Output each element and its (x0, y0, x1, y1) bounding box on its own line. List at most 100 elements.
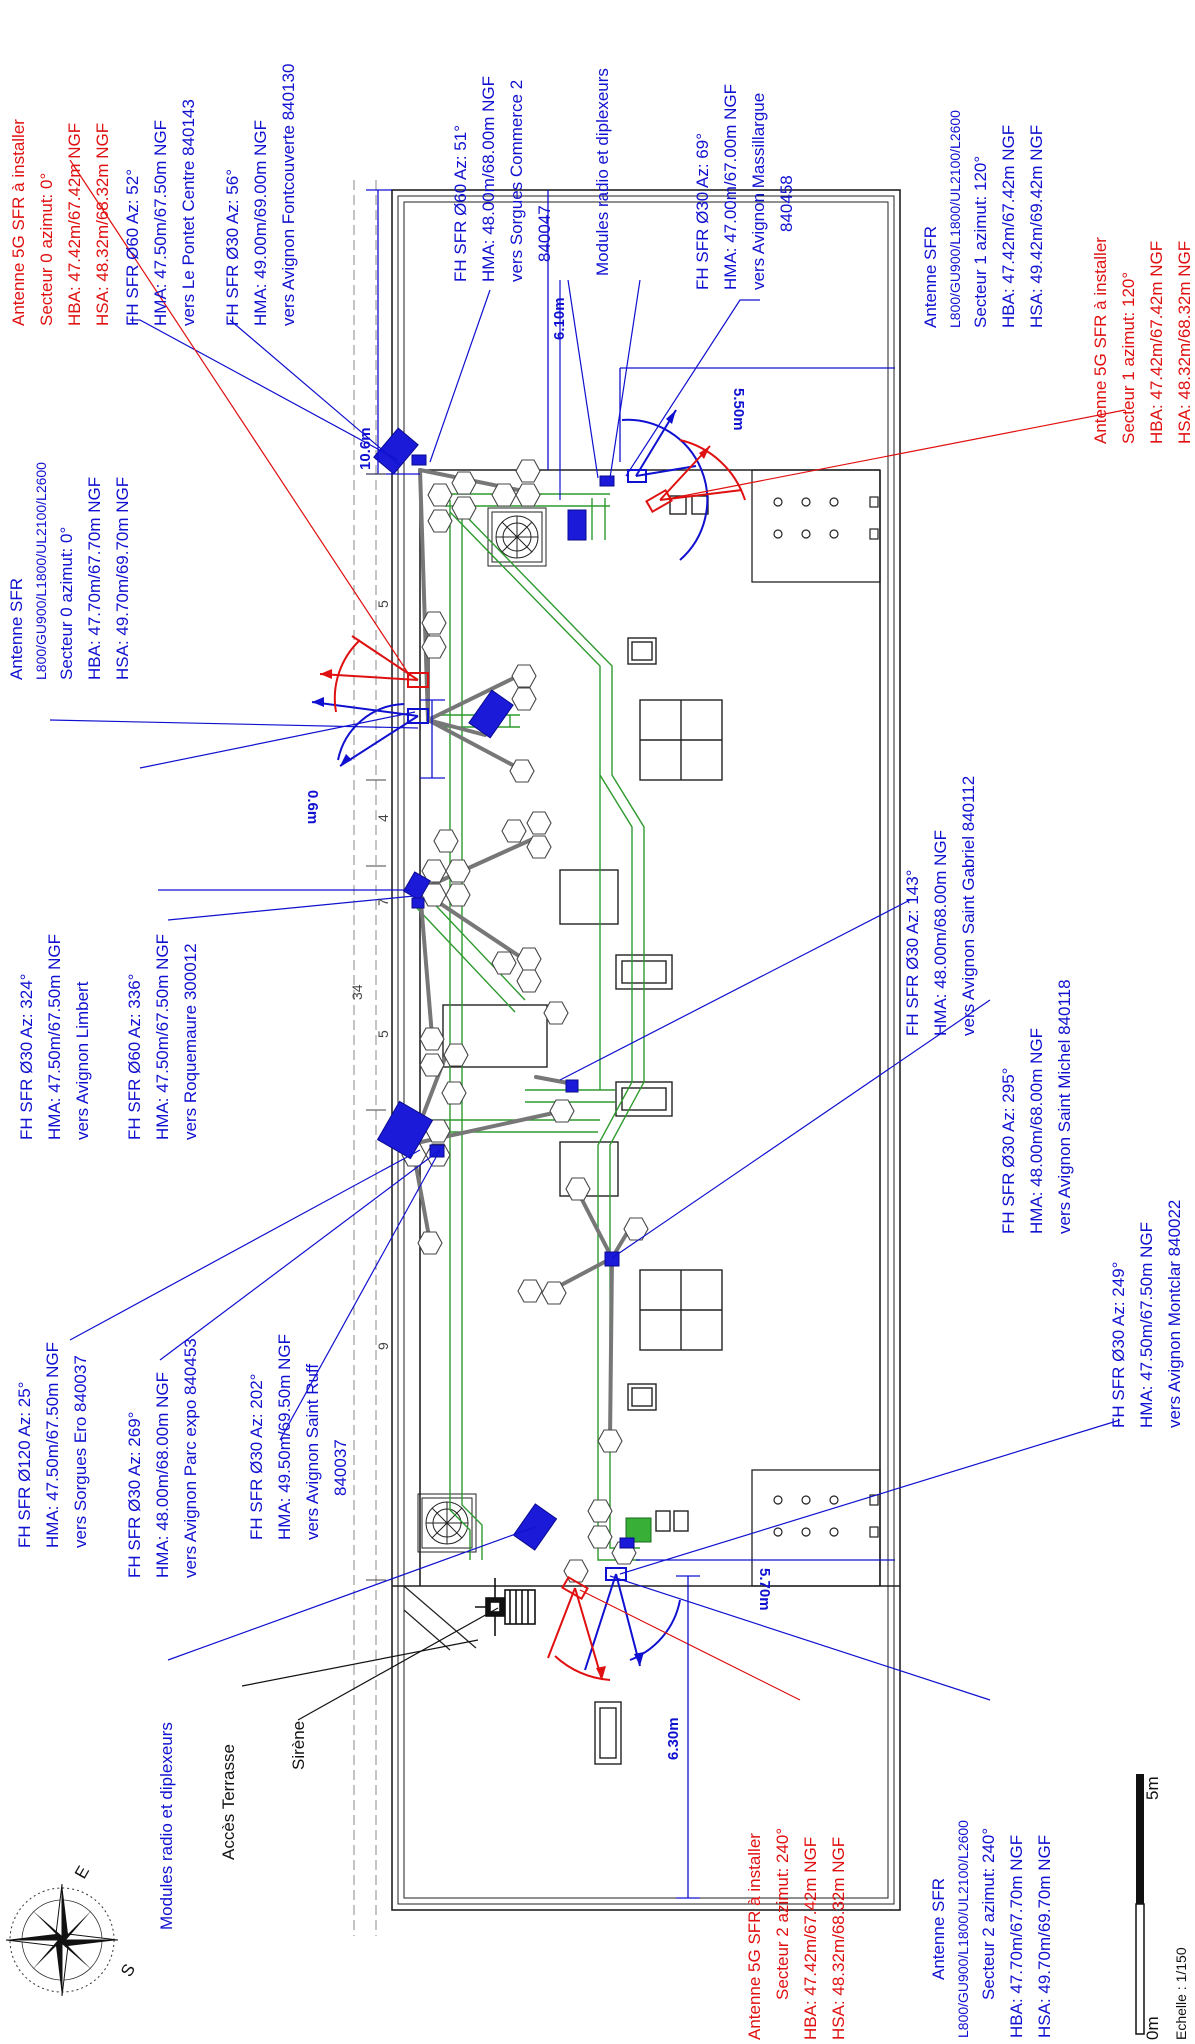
label-line: vers Avignon Fontcouverte 840130 (279, 64, 298, 326)
label-line: FH SFR Ø30 Az: 56° (223, 169, 242, 326)
fh-840143-label: FH SFR Ø60 Az: 52° HMA: 47.50m/67.50m NG… (123, 99, 198, 326)
sirene-label: Sirène (289, 1721, 308, 1770)
fh-840112-label: FH SFR Ø30 Az: 143° HMA: 48.00m/68.00m N… (903, 776, 978, 1036)
label-line: vers Avignon Saint Ruff (303, 1364, 322, 1540)
label-line: HBA: 47.70m/67.70m NGF (85, 477, 104, 680)
seg-9: 9 (375, 1342, 391, 1350)
fh-840118-label: FH SFR Ø30 Az: 295° HMA: 48.00m/68.00m N… (999, 979, 1074, 1234)
new-5g-antennas (319, 439, 746, 1681)
label-line: HSA: 49.70m/69.70m NGF (1035, 1835, 1054, 2038)
vent-fan-bottom (417, 1493, 477, 1553)
label-line: 840458 (777, 175, 796, 232)
label-line: Antenne SFR (921, 226, 940, 328)
new-5g-arrows (320, 446, 710, 1680)
label-line: HSA: 48.32m/68.32m NGF (829, 1837, 848, 2040)
label-line: vers Avignon Saint Gabriel 840112 (959, 776, 978, 1036)
label-line: vers Le Pontet Centre 840143 (179, 99, 198, 326)
scale-bar: 5m 0m Echelle : 1/150 (1135, 1774, 1189, 2040)
label-line: HMA: 48.00m/68.00m NGF (153, 1372, 172, 1578)
label-line: FH SFR Ø30 Az: 269° (125, 1412, 144, 1578)
acces-terrasse-label: Accès Terrasse (219, 1744, 238, 1860)
label-line: FH SFR Ø30 Az: 249° (1109, 1262, 1128, 1428)
label-line: FH SFR Ø30 Az: 143° (903, 870, 922, 1036)
scale-ratio: Echelle : 1/150 (1173, 1947, 1189, 2040)
antenna-sector0-label: Antenne SFR L800/GU900/L1800/UL2100/L260… (7, 462, 132, 680)
fh-840047-label: FH SFR Ø60 Az: 51° HMA: 48.00m/68.00m NG… (451, 76, 554, 282)
label-line: HBA: 47.42m/67.42m NGF (801, 1837, 820, 2040)
roof-fittings (442, 495, 723, 1765)
antenna-sector2-label: Antenne SFR L800/GU900/L1800/UL2100/L260… (929, 1820, 1054, 2038)
label-line: Antenne SFR (929, 1878, 948, 1980)
label-line: HBA: 47.42m/67.42m NGF (999, 125, 1018, 328)
scale-0m: 0m (1143, 2016, 1162, 2040)
label-line: vers Avignon Saint Michel 840118 (1055, 979, 1074, 1234)
label-line: FH SFR Ø30 Az: 295° (999, 1068, 1018, 1234)
label-line: L800/GU900/L1800/UL2100/L2600 (33, 462, 49, 680)
label-line: HMA: 47.50m/67.50m NGF (153, 934, 172, 1140)
label-line: FH SFR Ø30 Az: 69° (693, 133, 712, 290)
label-line: FH SFR Ø120 Az: 25° (15, 1382, 34, 1548)
access-hatch (403, 1585, 477, 1651)
label-line: Antenne 5G SFR à installer (9, 119, 28, 326)
leader-lines-red (69, 159, 1126, 1701)
new-sector0-label: Antenne 5G SFR à installer Secteur 0 azi… (9, 119, 112, 326)
label-line: Modules radio et diplexeurs (593, 68, 612, 276)
label-line: FH SFR Ø60 Az: 51° (451, 125, 470, 282)
cable-tray (414, 493, 645, 1561)
label-line: HBA: 47.70m/67.70m NGF (1007, 1835, 1026, 2038)
label-line: HMA: 47.50m/67.50m NGF (45, 934, 64, 1140)
dim-6-10: 6.10m (551, 297, 568, 340)
seg-5b: 5 (375, 1030, 391, 1038)
seg-5a: 5 (375, 600, 391, 608)
label-line: Modules radio et diplexeurs (157, 1722, 176, 1930)
existing-antennas (311, 409, 709, 1671)
antenna-sector1-label: Antenne SFR L800/GU900/L1800/UL2100/L260… (921, 110, 1046, 328)
right-wall-equipment (751, 469, 881, 1587)
dim-6-30: 6.30m (665, 1717, 682, 1760)
label-line: Secteur 1 azimut: 120° (1119, 272, 1138, 444)
label-line: vers Avignon Montclar 840022 (1165, 1200, 1184, 1428)
fh-840022-label: FH SFR Ø30 Az: 249° HMA: 47.50m/67.50m N… (1109, 1200, 1184, 1428)
label-line: HSA: 48.32m/68.32m NGF (1175, 241, 1194, 444)
new-sector2-label: Antenne 5G SFR à installer Secteur 2 azi… (745, 1828, 848, 2040)
dim-0-6: 0.6m (304, 790, 321, 824)
compass-south: S (117, 1961, 139, 1980)
label-line: vers Roquemaure 300012 (181, 943, 200, 1140)
dimension-frame (353, 180, 377, 1936)
existing-arrows (312, 410, 676, 1666)
modules-top-label: Modules radio et diplexeurs (593, 68, 612, 276)
label-line: 840047 (535, 205, 554, 262)
label-line: 840037 (331, 1439, 350, 1496)
seg-4: 4 (375, 814, 391, 822)
label-line: vers Avignon Limbert (73, 981, 92, 1140)
fh-ruff-label: FH SFR Ø30 Az: 202° HMA: 49.50m/69.50m N… (247, 1334, 350, 1540)
label-line: Secteur 0 azimut: 0° (37, 173, 56, 326)
modules-bottom-label: Modules radio et diplexeurs (157, 1722, 176, 1930)
label-line: HMA: 48.00m/68.00m NGF (931, 830, 950, 1036)
label-line: FH SFR Ø30 Az: 324° (17, 974, 36, 1140)
label-line: vers Avignon Parc expo 840453 (181, 1338, 200, 1578)
label-line: HSA: 49.70m/69.70m NGF (113, 477, 132, 680)
label-line: Antenne 5G SFR à installer (1091, 237, 1110, 444)
label-line: HMA: 49.50m/69.50m NGF (275, 1334, 294, 1540)
fh-limbert-label: FH SFR Ø30 Az: 324° HMA: 47.50m/67.50m N… (17, 934, 92, 1140)
sirene-symbol (475, 1578, 536, 1636)
dimension-lines (366, 189, 895, 1899)
fh-ero-label: FH SFR Ø120 Az: 25° HMA: 47.50m/67.50m N… (15, 1342, 90, 1548)
seg-7: 7 (375, 898, 391, 906)
label-line: Antenne 5G SFR à installer (745, 1833, 764, 2040)
label-line: HBA: 47.42m/67.42m NGF (1147, 241, 1166, 444)
compass-east: E (71, 1863, 93, 1882)
label-line: HSA: 49.42m/69.42m NGF (1027, 125, 1046, 328)
label-line: FH SFR Ø30 Az: 202° (247, 1374, 266, 1540)
label-line: Antenne SFR (7, 578, 26, 680)
roof-outline (391, 189, 901, 1911)
label-line: vers Sorgues Commerce 2 (507, 80, 526, 282)
scale-5m: 5m (1143, 1776, 1162, 1800)
label-line: FH SFR Ø60 Az: 52° (123, 169, 142, 326)
label-line: HBA: 47.42m/67.42m NGF (65, 123, 84, 326)
fh-dishes (373, 427, 635, 1551)
label-line: L800/GU900/L1800/UL2100/L2600 (947, 110, 963, 328)
leader-lines-black (241, 1607, 499, 1721)
